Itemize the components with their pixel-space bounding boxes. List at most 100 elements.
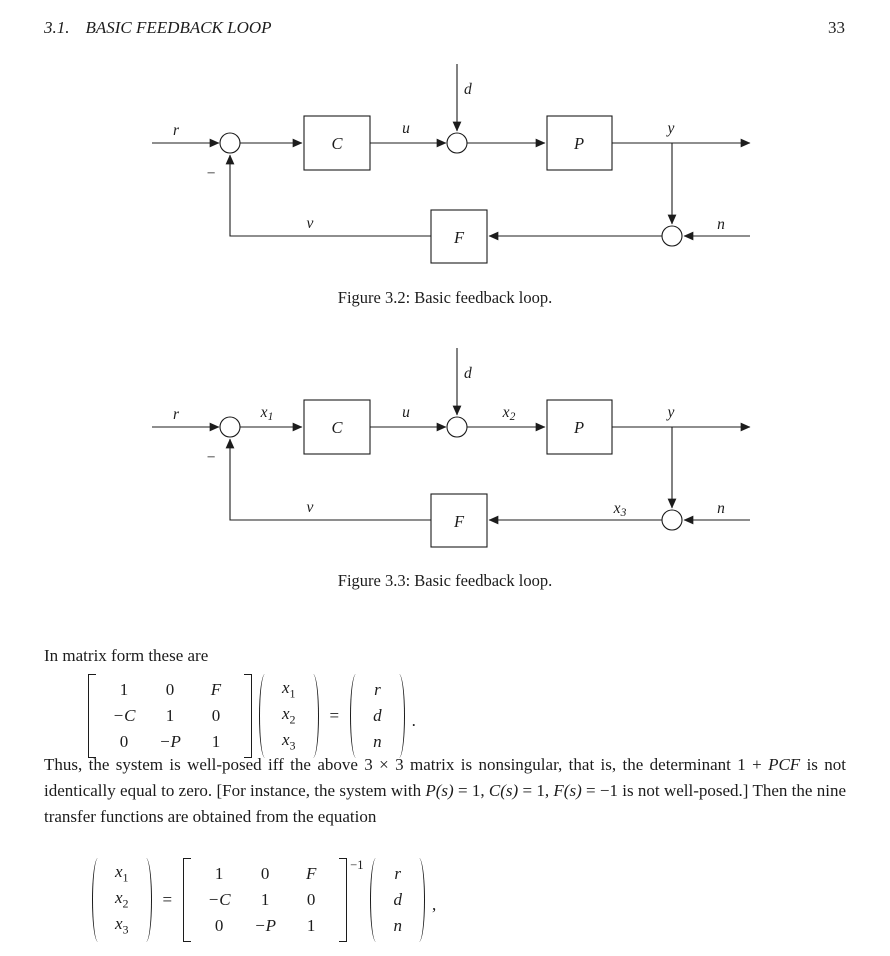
label-v: v — [307, 499, 314, 516]
vector-entry: r — [374, 680, 381, 699]
left-square-bracket — [88, 674, 96, 758]
paragraph-segment: Thus, the system is well-posed iff the a… — [44, 755, 769, 774]
matrix-cell: 1 — [214, 864, 224, 883]
paragraph-segment: F(s) — [553, 781, 582, 800]
matrix-cell: F — [305, 864, 317, 883]
state-vector: x1 x2 x3 — [273, 674, 305, 758]
state-vector: x1 x2 x3 — [106, 858, 138, 942]
section-title: BASIC FEEDBACK LOOP — [85, 18, 272, 37]
paragraph-segment: = −1 is not well-posed.] Then the nine t… — [44, 781, 846, 826]
label-v: v — [307, 215, 314, 232]
block-P-label: P — [573, 134, 584, 153]
vector-entry: x2 — [282, 704, 296, 727]
right-paren — [413, 858, 425, 942]
label-r: r — [173, 406, 180, 423]
matrix-cell: −C — [207, 890, 231, 909]
left-paren — [92, 858, 104, 942]
paragraph-segment: P(s) — [425, 781, 454, 800]
label-x2: x2 — [502, 404, 516, 423]
equation-comma: , — [431, 895, 437, 914]
paragraph-segment: = 1, — [518, 781, 554, 800]
page-number: 33 — [828, 18, 845, 37]
summing-junction-3 — [661, 225, 683, 247]
label-r: r — [173, 122, 180, 139]
summing-junction-1 — [219, 416, 241, 438]
left-paren — [370, 858, 382, 942]
figure-3-3-diagram: r − x1 C u d x2 P y x3 n F v — [152, 348, 751, 548]
label-u: u — [402, 120, 410, 137]
label-minus-sign: − — [206, 449, 216, 466]
matrix-cell: 0 — [165, 680, 175, 699]
vector-entry: r — [394, 864, 402, 883]
matrix-cell: 1 — [165, 706, 175, 725]
label-y: y — [666, 120, 675, 137]
input-vector: r d n — [384, 858, 411, 942]
label-x3: x3 — [613, 500, 627, 519]
matrix-cell: 1 — [260, 890, 270, 909]
intro-text: In matrix form these are — [44, 646, 209, 665]
block-F-label: F — [453, 512, 465, 531]
block-F-label: F — [453, 228, 465, 247]
right-square-bracket — [339, 858, 348, 942]
page-header: 3.1. BASIC FEEDBACK LOOP 33 — [44, 18, 845, 38]
vector-entry: x3 — [282, 730, 296, 753]
matrix-cell: 0 — [119, 732, 129, 751]
section-number: 3.1. — [44, 18, 70, 37]
matrix-equation-2: x1 x2 x3 = 1 0 F −C 1 0 0 −P 1 −1 r d n … — [92, 858, 436, 942]
matrix-cell: −C — [112, 706, 136, 725]
coefficient-matrix: 1 0 F −C 1 0 0 −P 1 — [194, 858, 336, 942]
matrix-cell: 0 — [214, 916, 224, 935]
block-C-label: C — [331, 418, 343, 437]
label-minus-sign: − — [206, 165, 216, 182]
label-y: y — [666, 404, 675, 421]
left-square-bracket — [183, 858, 192, 942]
right-paren — [393, 674, 405, 758]
vector-entry: x2 — [115, 888, 129, 911]
matrix-cell: 1 — [119, 680, 129, 699]
vector-entry: x3 — [115, 914, 129, 937]
equation-period: . — [411, 711, 416, 730]
right-square-bracket — [244, 674, 252, 758]
left-paren — [350, 674, 362, 758]
matrix-cell: F — [210, 680, 222, 699]
feedback-line — [225, 438, 431, 521]
summing-junction-2 — [446, 132, 468, 154]
vector-entry: d — [373, 706, 382, 725]
vector-entry: d — [393, 890, 402, 909]
equals-sign: = — [329, 706, 340, 725]
figure-3-3-caption: Figure 3.3: Basic feedback loop. — [337, 571, 553, 590]
matrix-cell: −P — [159, 732, 181, 751]
paragraph-segment: PCF — [768, 755, 801, 774]
right-paren — [307, 674, 319, 758]
paragraph: Thus, the system is well-posed iff the a… — [44, 752, 846, 830]
matrix-cell: 1 — [211, 732, 221, 751]
matrix-equation-1: 1 0 F −C 1 0 0 −P 1 x1 x2 x3 = r d n . — [88, 674, 416, 758]
matrix-cell: 0 — [260, 864, 270, 883]
inverse-exponent: −1 — [350, 858, 364, 872]
vector-entry: n — [373, 732, 382, 751]
block-P-label: P — [573, 418, 584, 437]
section-heading: 3.1. BASIC FEEDBACK LOOP — [44, 18, 272, 38]
block-C-label: C — [331, 134, 343, 153]
summing-junction-1 — [219, 132, 241, 154]
right-paren — [140, 858, 152, 942]
input-vector: r d n — [364, 674, 391, 758]
label-n: n — [717, 500, 725, 517]
vector-entry: x1 — [282, 678, 296, 701]
label-n: n — [717, 216, 725, 233]
paragraph-segment: C(s) — [488, 781, 519, 800]
label-d: d — [464, 81, 472, 98]
matrix-cell: 0 — [211, 706, 221, 725]
label-x1: x1 — [260, 404, 274, 423]
matrix-cell: −P — [254, 916, 277, 935]
vector-entry: n — [393, 916, 402, 935]
matrix-cell: 0 — [306, 890, 316, 909]
summing-junction-2 — [446, 416, 468, 438]
vector-entry: x1 — [115, 862, 129, 885]
label-u: u — [402, 404, 410, 421]
figure-3-2-caption: Figure 3.2: Basic feedback loop. — [337, 288, 553, 307]
figure-3-2-diagram: r − C u d P y n F v — [152, 64, 751, 264]
paragraph-segment: = 1, — [453, 781, 489, 800]
feedback-line — [225, 154, 431, 237]
